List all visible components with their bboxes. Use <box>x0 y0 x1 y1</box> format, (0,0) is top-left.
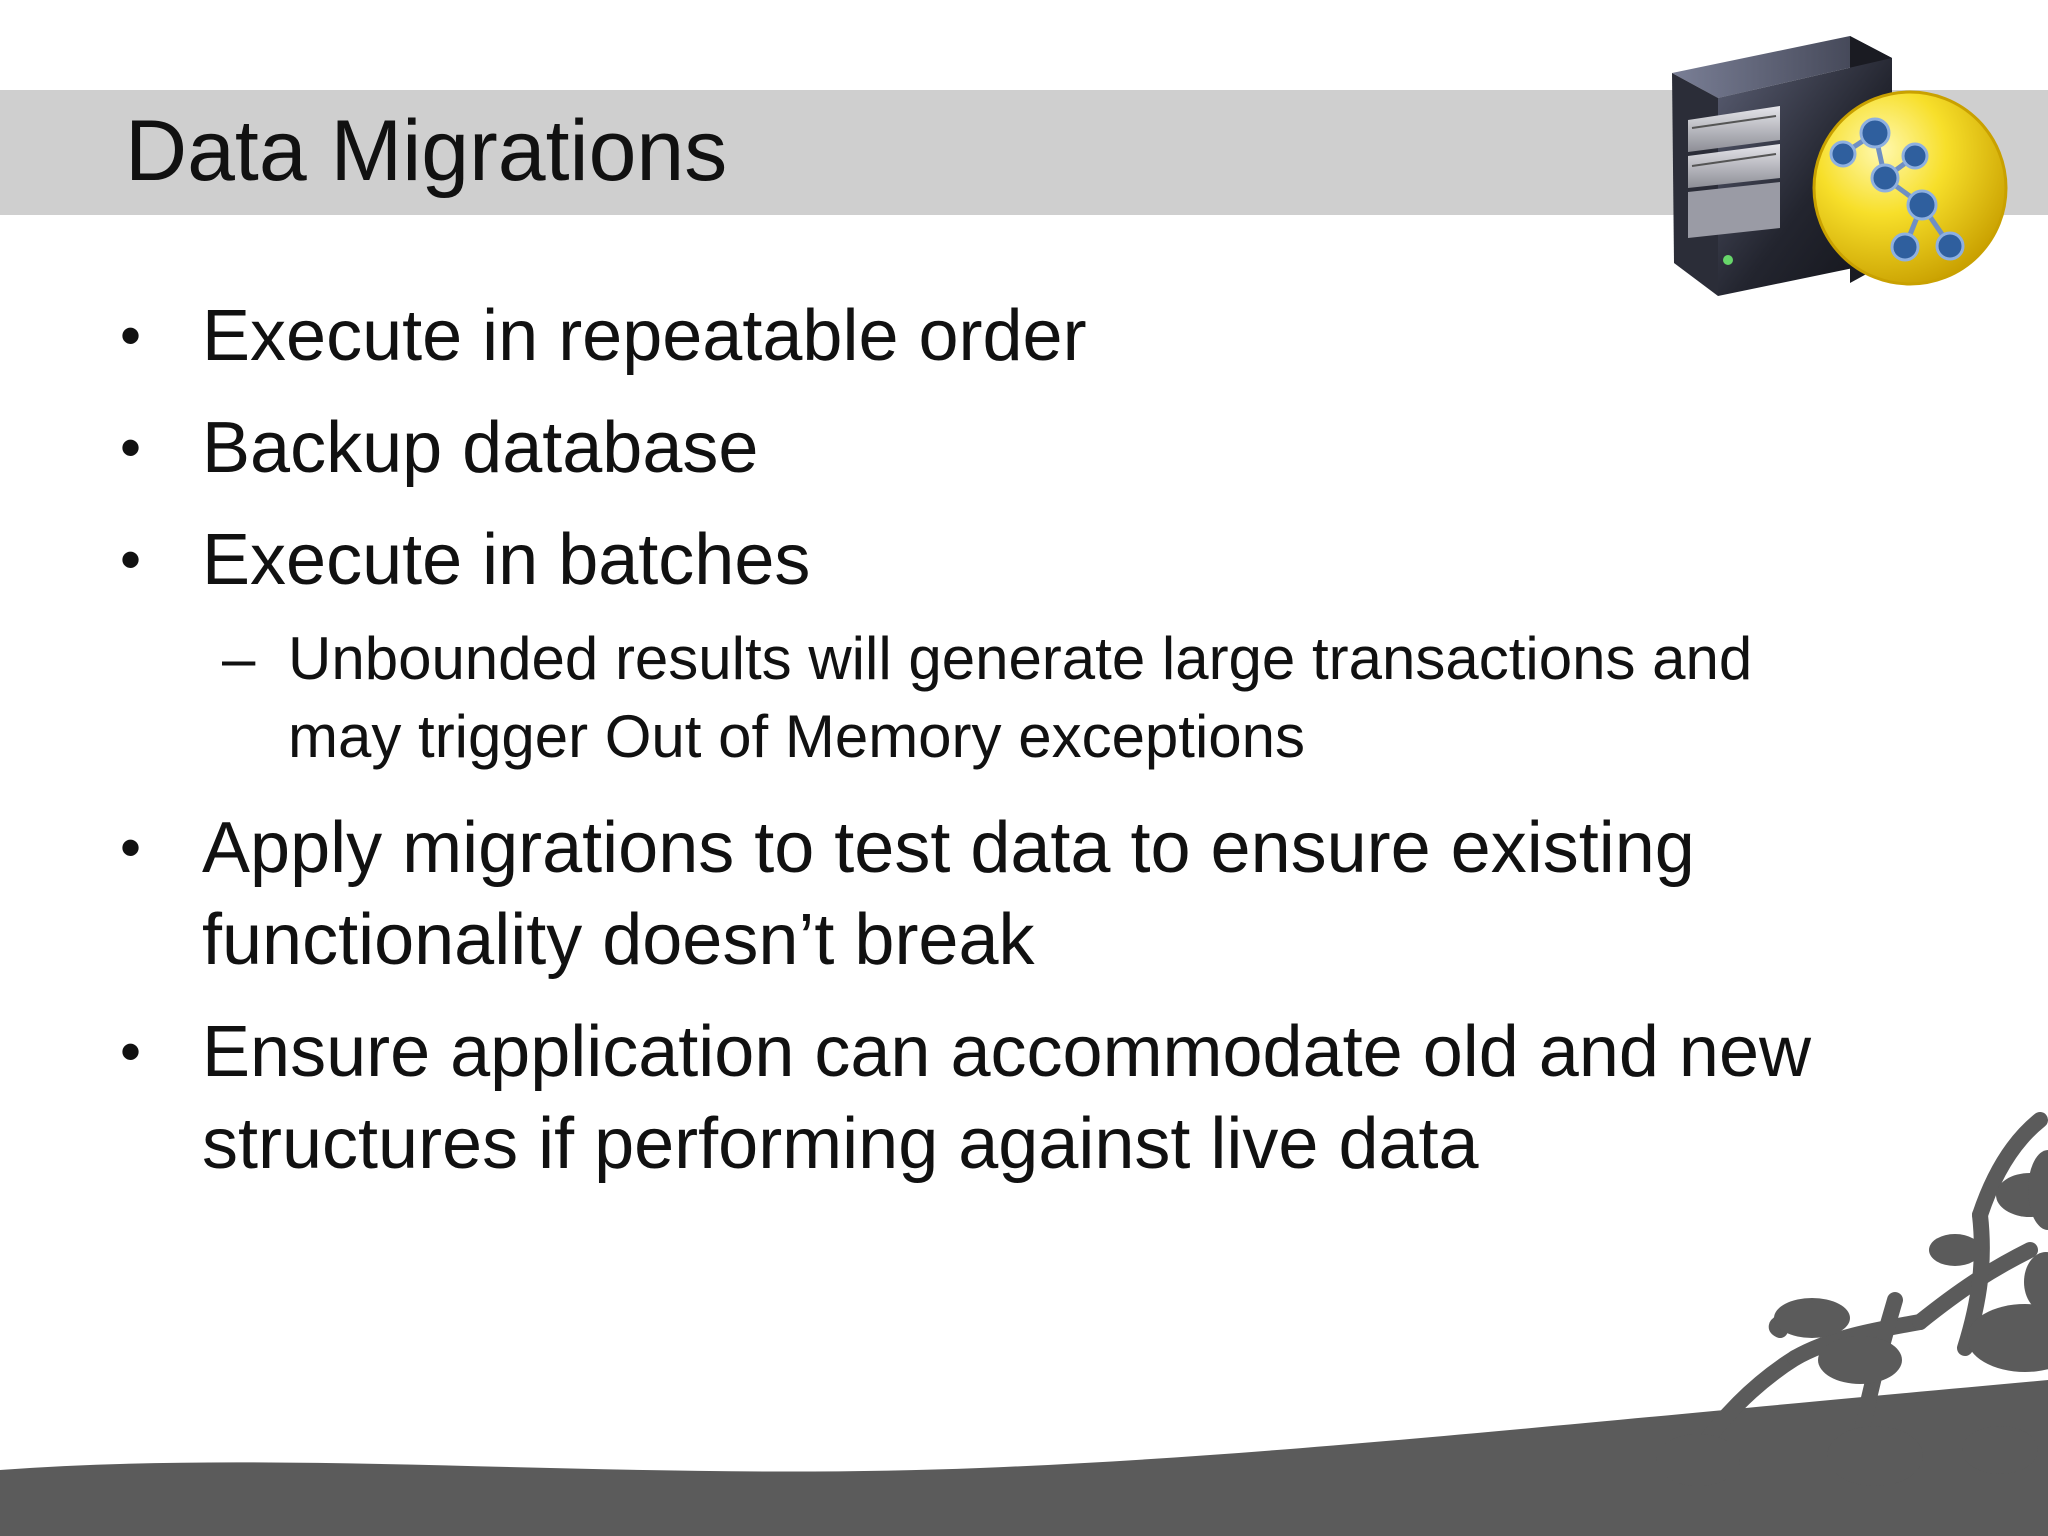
bullet-item-5: • Ensure application can accommodate old… <box>120 1006 1940 1190</box>
bullet-symbol: • <box>120 302 142 369</box>
bullet-list: • Execute in repeatable order • Backup d… <box>120 290 1940 1210</box>
bullet-item-3: • Execute in batches <box>120 514 1940 606</box>
bullet-text: Execute in batches <box>202 520 811 600</box>
slide-title: Data Migrations <box>125 103 728 199</box>
sub-bullet-item: – Unbounded results will generate large … <box>222 620 1940 776</box>
bullet-symbol: • <box>120 526 142 593</box>
sub-bullet-symbol: – <box>222 625 256 692</box>
bullet-symbol: • <box>120 814 142 881</box>
bullet-text: Execute in repeatable order <box>202 296 1087 376</box>
bullet-text: Ensure application can accommodate old a… <box>202 1012 1811 1184</box>
bullet-symbol: • <box>120 1018 142 1085</box>
bullet-text: Apply migrations to test data to ensure … <box>202 808 1695 980</box>
bullet-item-4: • Apply migrations to test data to ensur… <box>120 802 1940 986</box>
bullet-item-1: • Execute in repeatable order <box>120 290 1940 382</box>
bullet-item-2: • Backup database <box>120 402 1940 494</box>
bullet-symbol: • <box>120 414 142 481</box>
sub-bullet-text: Unbounded results will generate large tr… <box>288 625 1753 770</box>
server-network-icon <box>1672 36 2008 296</box>
bullet-text: Backup database <box>202 408 759 488</box>
